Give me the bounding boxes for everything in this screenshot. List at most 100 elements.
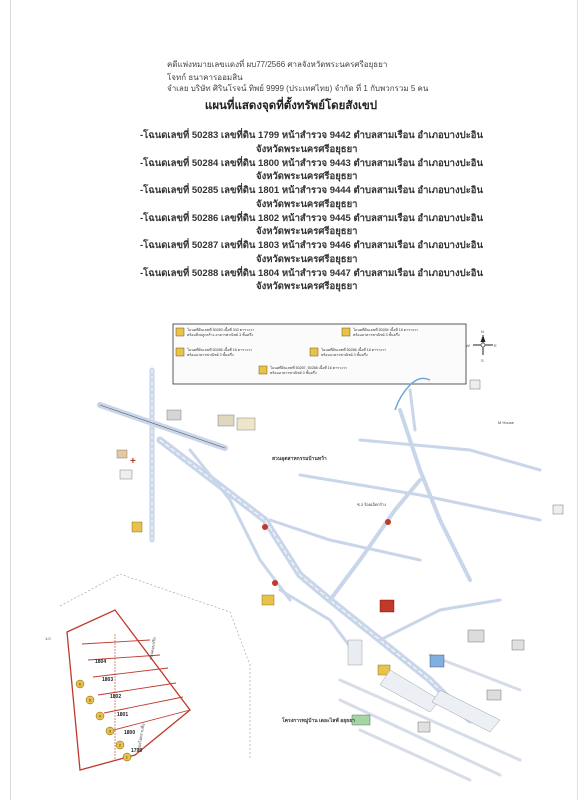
building-icon bbox=[511, 639, 525, 651]
parcel-line: -โฉนดเลขที่ 50287 เลขที่ดิน 1803 หน้าสำร… bbox=[140, 240, 483, 251]
building-icon bbox=[217, 414, 235, 427]
defendant-line: จำเลย บริษัท ศิรินโรจน์ ทิพย์ 9999 (ประเ… bbox=[167, 84, 429, 93]
plot-circle-label: 3 bbox=[109, 729, 112, 734]
plot-circle bbox=[95, 711, 105, 721]
plot-circle-label: 2 bbox=[119, 743, 122, 748]
parcel-line: -โฉนดเลขที่ 50288 เลขที่ดิน 1804 หน้าสำร… bbox=[140, 267, 483, 279]
marker-icon bbox=[131, 521, 143, 533]
road-grid-1 bbox=[338, 678, 522, 762]
marker-dot bbox=[272, 580, 278, 586]
road-upper-right bbox=[398, 408, 472, 582]
parcel-line: -โฉนดเลขที่ 50286 เลขที่ดิน 1802 หน้าสำร… bbox=[140, 212, 483, 224]
parcel-province: จังหวัดพระนครศรีอยุธยา bbox=[256, 198, 358, 210]
legend-swatch-5 bbox=[258, 365, 268, 375]
legend-swatch-4 bbox=[309, 347, 319, 357]
plot-circle bbox=[75, 679, 85, 689]
parcel-province: จังหวัดพระนครศรีอยุธยา bbox=[256, 281, 358, 292]
building-icon bbox=[486, 689, 502, 701]
page-title: แผนที่แสดงจุดที่ตั้งทรัพย์โดยสังเขป bbox=[204, 100, 378, 112]
block-shape bbox=[347, 639, 363, 666]
road-right-branch bbox=[378, 598, 502, 642]
building-icon bbox=[351, 714, 371, 726]
marker-icon bbox=[379, 599, 395, 613]
plot-circle-label: 4 bbox=[99, 714, 102, 719]
road-connector bbox=[328, 478, 422, 602]
building-icon bbox=[236, 417, 256, 431]
plaintiff-line: โจทก์ ธนาคารออมสิน bbox=[167, 73, 243, 82]
map-legend: โฉนดที่ดินเลขที่ 50283 เนื้อที่ 343 ตารา… bbox=[172, 323, 467, 385]
plot-number: 1802 bbox=[110, 694, 121, 700]
plot-diagram bbox=[66, 609, 191, 771]
page-edge-right bbox=[577, 0, 578, 800]
map-label-m-house: M House bbox=[498, 420, 515, 425]
road-mid bbox=[268, 518, 422, 562]
plot-number: 1799 bbox=[131, 748, 142, 754]
road-grid-2 bbox=[338, 698, 502, 777]
road-grid-4 bbox=[428, 653, 522, 692]
building-icon bbox=[119, 469, 133, 480]
compass-e: E bbox=[494, 343, 497, 348]
block-shape bbox=[379, 669, 441, 713]
map-label-park: สวนอุตสาหกรรมบ้านหว้า bbox=[272, 455, 327, 462]
road-network bbox=[97, 367, 542, 782]
legend-item-1-b: พร้อมสิ่งปลูกสร้าง อาคารพาณิชย์ 3 ชั้นคร… bbox=[187, 332, 253, 337]
building-icon bbox=[467, 629, 485, 643]
legend-swatch-3 bbox=[175, 347, 185, 357]
legend-item-2-a: โฉนดที่ดินเลขที่ 50284 เนื้อที่ 16 ตาราง… bbox=[353, 327, 418, 332]
legend-item-5-a: โฉนดที่ดินเลขที่ 50287, 50288 เนื้อที่ 1… bbox=[270, 365, 347, 370]
plot-circle-label: 6 bbox=[79, 682, 82, 687]
case-number-line: คดีแพ่งหมายเลขแดงที่ ผบ77/2566 ศาลจังหวั… bbox=[167, 60, 388, 69]
hospital-icon: + bbox=[130, 456, 136, 467]
building-icon bbox=[116, 449, 128, 459]
plot-number: 1800 bbox=[124, 730, 135, 736]
building-icon bbox=[417, 721, 431, 733]
road-grid-3 bbox=[358, 728, 472, 782]
legend-item-4-a: โฉนดที่ดินเลขที่ 50286 เนื้อที่ 16 ตาราง… bbox=[321, 347, 386, 352]
parcel-province: จังหวัดพระนครศรีอยุธยา bbox=[256, 253, 358, 265]
marker-dot bbox=[262, 524, 268, 530]
compass-w: W bbox=[466, 343, 470, 348]
plot-circle-label: 1 bbox=[126, 755, 129, 760]
building-icon bbox=[166, 409, 182, 421]
legend-box bbox=[172, 323, 467, 385]
building-icon bbox=[552, 504, 564, 515]
plot-circle bbox=[122, 752, 132, 762]
plot-circle bbox=[105, 726, 115, 736]
legend-item-4-b: พร้อมอาคารพาณิชย์ 3 ชั้นครึ่ง bbox=[321, 352, 368, 357]
legend-item-3-b: พร้อมอาคารพาณิชย์ 3 ชั้นครึ่ง bbox=[187, 352, 234, 357]
plot-number: 1803 bbox=[102, 677, 113, 683]
compass-n: N bbox=[481, 329, 484, 334]
marker-dot bbox=[385, 519, 391, 525]
road-top bbox=[408, 388, 417, 432]
legend-item-2-b: พร้อมอาคารพาณิชย์ 3 ชั้นครึ่ง bbox=[353, 332, 400, 337]
legend-item-5-b: พร้อมอาคารพาณิชย์ 3 ชั้นครึ่ง bbox=[270, 370, 317, 375]
plot-number: 1801 bbox=[117, 712, 128, 718]
map-label-project: โครงการหมู่บ้าน เดอะไลฟ์ อยุธยา bbox=[281, 717, 355, 725]
legend-swatch-2 bbox=[341, 327, 351, 337]
plot-scale-mark: 1:0 bbox=[45, 636, 51, 641]
plot-road-label: ถนนคอนกรีต bbox=[148, 636, 157, 660]
parcel-line: -โฉนดเลขที่ 50285 เลขที่ดิน 1801 หน้าสำร… bbox=[140, 185, 483, 196]
road-east bbox=[358, 438, 542, 472]
plot-circle bbox=[115, 740, 125, 750]
parcel-line: -โฉนดเลขที่ 50283 เลขที่ดิน 1799 หน้าสำร… bbox=[140, 130, 483, 141]
river-line bbox=[394, 377, 431, 411]
building-icon bbox=[429, 654, 445, 668]
parcel-province: จังหวัดพระนครศรีอยุธยา bbox=[256, 226, 358, 237]
parcel-line: -โฉนดเลขที่ 50284 เลขที่ดิน 1800 หน้าสำร… bbox=[140, 157, 483, 169]
parcel-province: จังหวัดพระนครศรีอยุธยา bbox=[256, 171, 358, 182]
marker-icon bbox=[261, 594, 275, 606]
vicinity-outline bbox=[59, 573, 251, 760]
block-shape bbox=[431, 689, 501, 733]
building-icon bbox=[469, 379, 481, 390]
road-east-2 bbox=[298, 473, 542, 522]
map-markers: + bbox=[116, 379, 564, 733]
legend-swatch-1 bbox=[175, 327, 185, 337]
page-edge bbox=[10, 0, 11, 800]
plot-number: 1804 bbox=[95, 659, 106, 665]
map-label-road-sign: ซ.3 ร้อยเอ็ดกร้าง bbox=[357, 501, 386, 507]
parcel-province: จังหวัดพระนครศรีอยุธยา bbox=[256, 143, 358, 155]
compass-rose: N S E W bbox=[466, 329, 497, 363]
legend-item-3-a: โฉนดที่ดินเลขที่ 50285 เนื้อที่ 16 ตาราง… bbox=[187, 347, 252, 352]
